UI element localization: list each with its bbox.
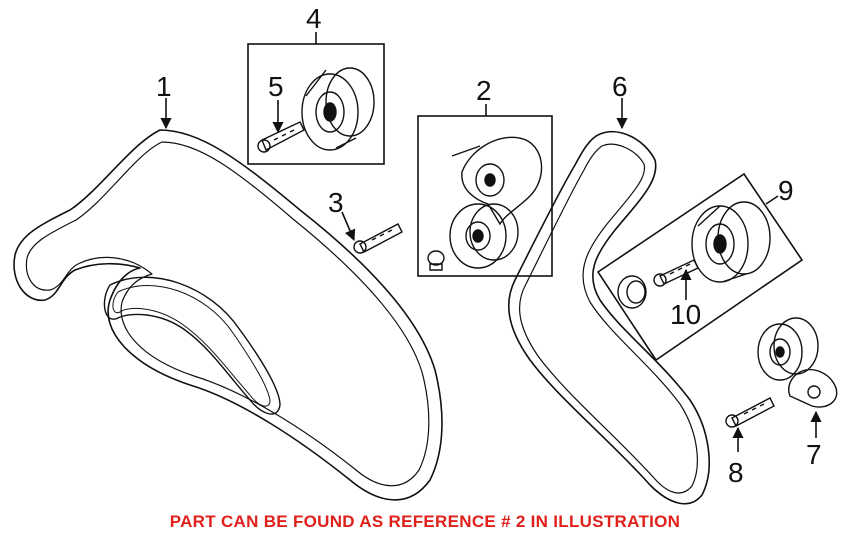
reference-notice: PART CAN BE FOUND AS REFERENCE # 2 IN IL… — [169, 512, 681, 531]
idler-pulley-icon — [301, 67, 375, 151]
kit-box-4 — [247, 43, 385, 165]
callout-10: 10 — [670, 299, 701, 330]
kit-box-9 — [596, 172, 804, 362]
callout-8: 8 — [728, 457, 744, 488]
callout-1: 1 — [156, 71, 172, 102]
callout-7: 7 — [806, 439, 822, 470]
callout-3: 3 — [328, 187, 344, 218]
serpentine-belt-icon — [13, 129, 443, 501]
washer-icon — [617, 275, 647, 309]
belt-tensioner-icon — [757, 317, 838, 408]
belt-tensioner-assembly-icon — [427, 136, 543, 271]
bolt-icon — [653, 259, 699, 287]
v-belt-icon — [507, 130, 710, 505]
bolt-icon — [353, 223, 403, 254]
bolt-icon — [725, 397, 775, 428]
callout-4: 4 — [306, 3, 322, 34]
bolt-icon — [257, 121, 305, 153]
callout-6: 6 — [612, 71, 628, 102]
idler-pulley-icon — [691, 201, 771, 283]
callout-9: 9 — [778, 175, 794, 206]
callout-2: 2 — [476, 75, 492, 106]
callout-5: 5 — [268, 71, 284, 102]
part-box-2 — [417, 115, 553, 277]
